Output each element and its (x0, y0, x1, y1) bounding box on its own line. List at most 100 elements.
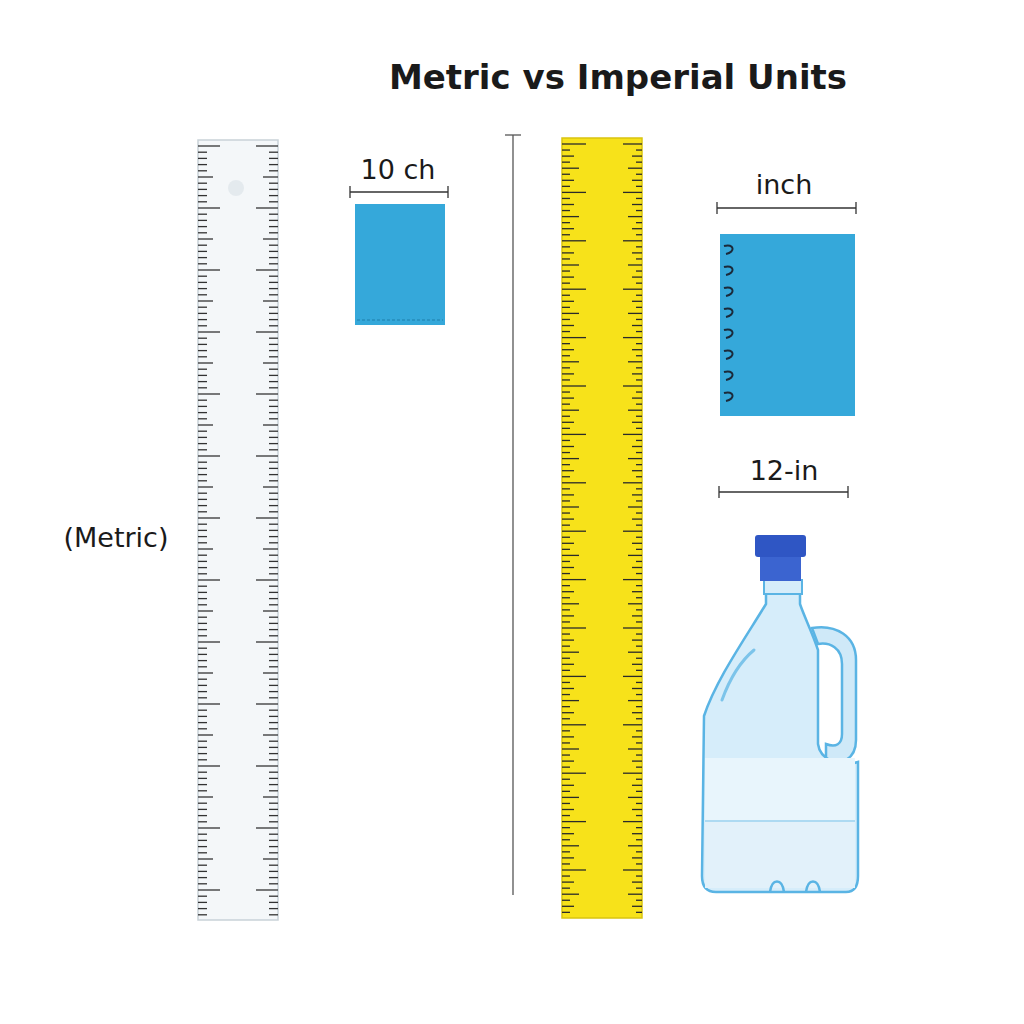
tick (562, 827, 570, 828)
tick (269, 493, 278, 494)
tick (198, 331, 220, 332)
tick (636, 670, 642, 671)
tick (269, 871, 278, 872)
tick (562, 658, 570, 659)
tick (636, 367, 642, 368)
tick (198, 462, 207, 463)
tick (198, 809, 207, 810)
tick (562, 264, 579, 265)
tick (562, 881, 574, 882)
tick (269, 201, 278, 202)
tick (636, 718, 642, 719)
tick (562, 597, 570, 598)
tick (562, 549, 570, 550)
tick (269, 908, 278, 909)
tick (269, 772, 278, 773)
tick (562, 712, 574, 713)
ruler-ticks (198, 146, 278, 915)
tick (269, 189, 278, 190)
tick (198, 486, 213, 487)
tick (562, 295, 570, 296)
spiral-loop (724, 308, 733, 317)
tick (198, 226, 207, 227)
tick (562, 736, 574, 737)
tick (198, 561, 207, 562)
tick (562, 742, 570, 743)
tick (198, 530, 207, 531)
tick (623, 143, 642, 144)
tick (562, 464, 570, 465)
tick (636, 428, 642, 429)
tick (562, 240, 586, 241)
tick (269, 573, 278, 574)
tick (562, 361, 579, 362)
water-bottle (702, 535, 858, 892)
tick (269, 536, 278, 537)
tick (198, 412, 207, 413)
tick (269, 158, 278, 159)
tick (269, 344, 278, 345)
dimension-label: 10 ch (361, 154, 436, 185)
tick (198, 871, 207, 872)
tick (636, 464, 642, 465)
tick (562, 410, 579, 411)
tick (562, 301, 574, 302)
tick (198, 400, 207, 401)
tick (198, 307, 207, 308)
tick (628, 410, 642, 411)
tick (256, 827, 278, 828)
tick (269, 697, 278, 698)
tick (636, 646, 642, 647)
tick (636, 452, 642, 453)
tick (198, 722, 207, 723)
tick (198, 220, 207, 221)
tick (198, 325, 207, 326)
tick (198, 524, 207, 525)
tick (628, 700, 642, 701)
tick (269, 877, 278, 878)
tick (198, 902, 207, 903)
tick (562, 531, 586, 532)
tick (623, 773, 642, 774)
tick (636, 585, 642, 586)
tick (562, 718, 570, 719)
tick (636, 222, 642, 223)
tick (623, 385, 642, 386)
tick (632, 809, 642, 810)
tick (562, 797, 579, 798)
tick (269, 263, 278, 264)
bottle-line (705, 820, 855, 822)
tick (628, 652, 642, 653)
tick (198, 431, 207, 432)
tick (198, 511, 207, 512)
tick (562, 276, 574, 277)
tick (198, 685, 207, 686)
tick (269, 474, 278, 475)
tick (198, 300, 213, 301)
tick (198, 604, 207, 605)
tick (198, 548, 213, 549)
tick (628, 894, 642, 895)
tick (269, 666, 278, 667)
tick (632, 664, 642, 665)
tick (269, 232, 278, 233)
tick (562, 906, 574, 907)
tick (198, 747, 207, 748)
tick (198, 375, 207, 376)
tick (562, 325, 574, 326)
tick (562, 452, 570, 453)
tick (198, 641, 220, 642)
tick (269, 716, 278, 717)
tick (562, 476, 570, 477)
tick (562, 857, 574, 858)
tick (269, 586, 278, 587)
tick (636, 331, 642, 332)
tick (198, 238, 213, 239)
tick (562, 161, 570, 162)
tick (636, 561, 642, 562)
tick (636, 537, 642, 538)
tick (562, 760, 574, 761)
tick (623, 724, 642, 725)
tick (269, 431, 278, 432)
tick (198, 362, 213, 363)
